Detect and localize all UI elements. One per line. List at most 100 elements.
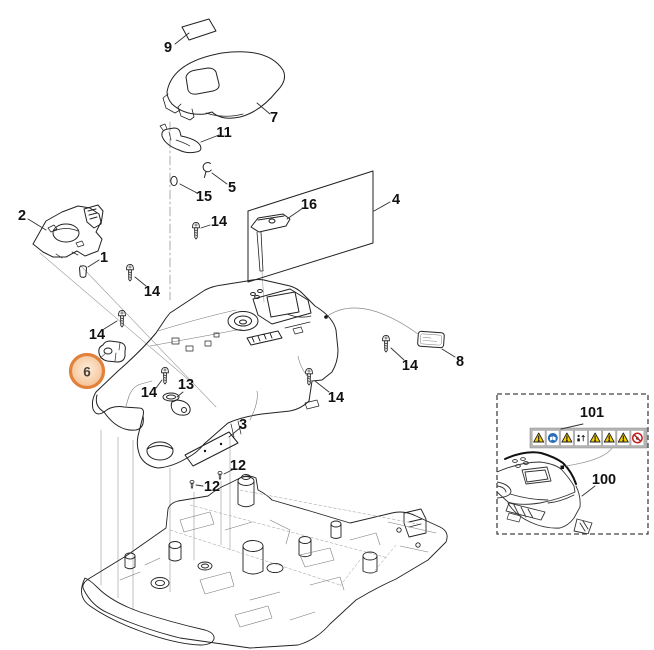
cylinder-top-1 <box>237 476 255 486</box>
callout-4[interactable]: 4 <box>392 192 400 208</box>
console-screen <box>266 291 300 318</box>
callout-16[interactable]: 16 <box>301 197 317 213</box>
chassis-box-tower <box>403 508 427 538</box>
inset-screen <box>521 466 552 485</box>
latch-hole <box>181 407 187 413</box>
callout-14-d[interactable]: 14 <box>141 385 157 401</box>
callout-6[interactable]: 6 <box>83 365 91 380</box>
cylinder-top-8 <box>362 551 378 561</box>
part-9-sticker <box>181 18 217 41</box>
plate-outline <box>184 431 239 467</box>
part-11-bracket <box>159 123 202 154</box>
chassis-bumper-rail <box>81 577 215 646</box>
callout-3[interactable]: 3 <box>239 417 247 433</box>
strip-tile-4 <box>574 430 588 446</box>
inset-body-lines <box>507 485 581 529</box>
inset-label-rect <box>506 512 522 523</box>
bracket2-hole <box>52 223 80 243</box>
part-6-buffer <box>98 340 126 363</box>
highlight-circle <box>68 352 106 390</box>
chassis-rib-detail <box>119 511 437 628</box>
cylinder-top-6 <box>330 520 342 528</box>
stop-knob-mid <box>234 315 252 327</box>
screw-14-c <box>118 309 126 328</box>
callout-9[interactable]: 9 <box>164 40 172 56</box>
latch-arm <box>170 399 191 416</box>
chassis-hole-1 <box>197 561 213 571</box>
cylinder-top-4 <box>124 552 136 560</box>
callout-leader-lines <box>27 32 456 487</box>
callout-14-b[interactable]: 14 <box>211 214 227 230</box>
chassis-hidden-lines <box>169 489 419 587</box>
chassis-outline <box>82 475 448 649</box>
part-7-hood <box>162 51 285 121</box>
bracket2-detail <box>47 224 85 259</box>
console-panel <box>252 288 312 325</box>
grille-strip <box>246 330 283 346</box>
bracket2-outline <box>32 205 103 258</box>
cylinder-top-2 <box>242 540 264 552</box>
hood-recess <box>185 67 220 95</box>
plate-hole-2 <box>219 442 223 446</box>
part-1-pin <box>79 265 87 278</box>
callout-13[interactable]: 13 <box>178 377 194 393</box>
hood-outline <box>166 51 285 119</box>
plug-outline <box>417 330 445 349</box>
inset-button-1 <box>512 459 518 463</box>
part-16-bracket <box>250 213 291 272</box>
part-4-panel <box>247 170 374 283</box>
callout-14-c[interactable]: 14 <box>89 327 105 343</box>
cable-anchor-dot <box>324 315 328 319</box>
callout-5[interactable]: 5 <box>228 180 236 196</box>
callout-14-f[interactable]: 14 <box>402 358 418 374</box>
bracket16-outline <box>250 213 291 233</box>
inset-leader-lines <box>560 423 596 497</box>
callout-14-e[interactable]: 14 <box>328 390 344 406</box>
plug-inner <box>420 333 442 346</box>
callout-100[interactable]: 100 <box>592 472 616 488</box>
callout-7[interactable]: 7 <box>270 110 278 126</box>
part-2-bracket <box>32 204 104 259</box>
part-3-plate <box>184 431 239 467</box>
callout-1[interactable]: 1 <box>100 250 108 266</box>
inset-strip-cable <box>565 447 613 467</box>
housing-clips <box>171 332 320 438</box>
callout-15[interactable]: 15 <box>196 189 212 205</box>
cylinder-cap-1 <box>241 474 251 480</box>
callout-2[interactable]: 2 <box>18 208 26 224</box>
callout-8[interactable]: 8 <box>456 354 464 370</box>
bracket2-tab <box>83 204 104 229</box>
latch-pad <box>162 392 180 402</box>
chassis-boss-2 <box>396 527 402 533</box>
callout-101[interactable]: 101 <box>580 405 604 421</box>
callout-12-a[interactable]: 12 <box>230 458 246 474</box>
front-bumper-lines <box>95 394 174 450</box>
safety-label-strip <box>529 427 648 449</box>
callout-14-a[interactable]: 14 <box>144 284 160 300</box>
bracket-outline <box>161 127 202 154</box>
detail-inset-box <box>496 393 649 535</box>
console-button-3 <box>254 295 260 299</box>
projection-lines <box>39 252 265 611</box>
keep-distance-icon <box>577 434 585 442</box>
chassis-hole-2 <box>150 577 170 589</box>
callout-11[interactable]: 11 <box>216 125 231 141</box>
screw-14-b <box>192 221 200 240</box>
hood-tabs <box>162 93 244 121</box>
inset-button-4 <box>523 461 529 465</box>
chassis-cylinder-sides <box>124 480 378 575</box>
plate-hole-1 <box>203 449 207 453</box>
inset-button-2 <box>520 457 526 461</box>
highlight-part-6[interactable] <box>68 352 107 390</box>
console-button-1 <box>250 292 256 296</box>
prohibition-icon <box>631 432 643 444</box>
part-5-clip <box>202 162 212 178</box>
callout-12-b[interactable]: 12 <box>204 479 220 495</box>
part-15-pin <box>170 175 178 187</box>
inset-flap <box>573 518 593 534</box>
bracket16-hole <box>268 218 276 224</box>
inset-front-slant <box>505 502 546 521</box>
plug-text-lines <box>422 337 438 342</box>
housing-creases <box>125 309 313 421</box>
